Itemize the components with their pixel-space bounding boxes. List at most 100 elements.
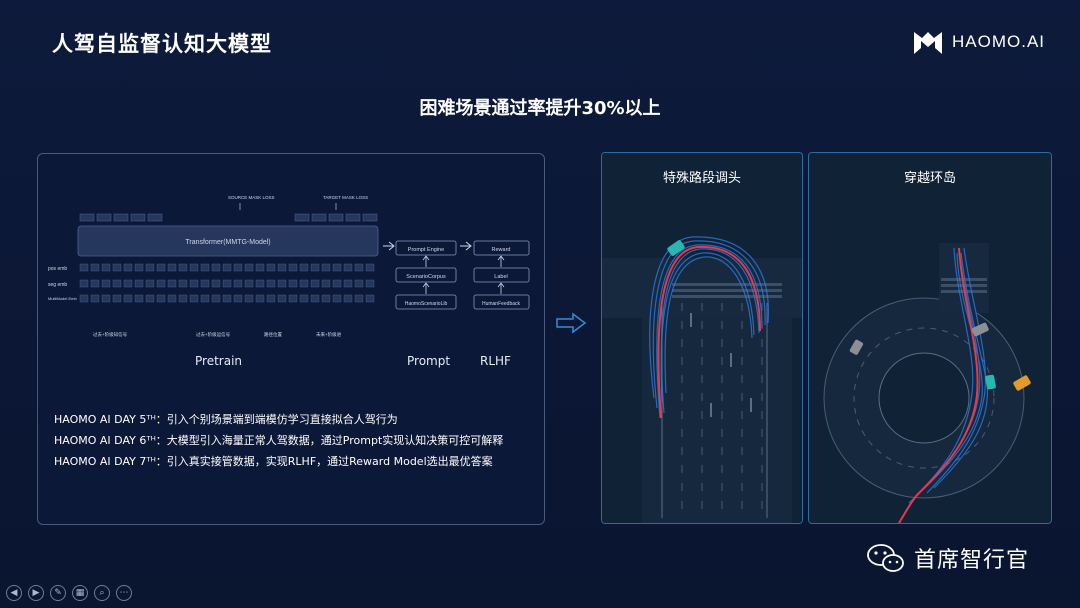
- token-cell: [189, 279, 199, 288]
- token-cell: [222, 279, 232, 288]
- token-cell: [343, 263, 353, 272]
- card-title: 穿越环岛: [903, 171, 956, 186]
- token-cell: [277, 263, 287, 272]
- seg-emb-label: seg emb: [48, 282, 67, 288]
- transformer-block: [77, 225, 379, 257]
- token-cell: [189, 263, 199, 272]
- haomo-scenario-lib-box: HaomoScenarioLib: [405, 301, 448, 307]
- transformer-label: Transformer(MMTG-Model): [185, 239, 270, 246]
- token-cell: [189, 294, 199, 303]
- ego-car: [985, 374, 996, 390]
- token-cell: [365, 294, 375, 303]
- uturn-card: 特殊路段调头: [601, 152, 803, 524]
- token-cell: [244, 279, 254, 288]
- next-icon[interactable]: ▶: [28, 585, 44, 601]
- roundabout-card: 穿越环岛: [808, 152, 1052, 524]
- token-cell: [266, 294, 276, 303]
- token-cell: [156, 279, 166, 288]
- prev-icon[interactable]: ◀: [6, 585, 22, 601]
- haomo-logo: HAOMO.AI: [912, 28, 1045, 56]
- wechat-watermark: 首席智行官: [866, 542, 1029, 574]
- stage-pretrain: Pretrain: [195, 354, 243, 368]
- other-car: [1013, 375, 1031, 391]
- token-cell: [310, 294, 320, 303]
- human-feedback-box: HumanFeedback: [482, 301, 521, 307]
- group-label: 过去+阶级知信号: [93, 331, 128, 338]
- note-line: HAOMO AI DAY 6ᵀᴴ：大模型引入海量正常人驾数据，通过Prompt实…: [54, 434, 504, 447]
- model-diagram: SOURCE MASK LOSS TARGET MASK LOSS Transf…: [48, 195, 530, 338]
- note-line: HAOMO AI DAY 7ᵀᴴ：引入真实接管数据，实现RLHF，通过Rewar…: [54, 455, 493, 468]
- token-cell: [233, 294, 243, 303]
- pos-emb-label: pos emb: [48, 266, 67, 272]
- token-cell: [332, 294, 342, 303]
- token-cell: [343, 294, 353, 303]
- right-arrow-icon: [556, 312, 587, 334]
- roundabout-scene: [809, 153, 1051, 523]
- token-cell: [200, 263, 210, 272]
- token-cell: [145, 263, 155, 272]
- slide-title: 人驾自监督认知大模型: [52, 32, 272, 56]
- other-car: [971, 322, 989, 337]
- token-cell: [211, 294, 221, 303]
- token-cell: [365, 263, 375, 272]
- source-loss-label: SOURCE MASK LOSS: [228, 195, 275, 200]
- wechat-icon: [867, 544, 904, 572]
- stage-rlhf: RLHF: [480, 354, 511, 368]
- other-car: [849, 339, 864, 355]
- token-cell: [255, 263, 265, 272]
- token-cell: [167, 279, 177, 288]
- haomo-logo-icon: [914, 32, 942, 54]
- multimodel-emb-label: MultiModel Emb: [48, 296, 77, 301]
- token-cell: [233, 279, 243, 288]
- token-cell: [332, 263, 342, 272]
- notes: HAOMO AI DAY 5ᵀᴴ：引入个别场景端到端模仿学习直接拟合人驾行为 H…: [54, 409, 503, 472]
- token-cell: [90, 294, 100, 303]
- token-cell: [354, 294, 364, 303]
- token-cell: [200, 279, 210, 288]
- token-cell: [277, 279, 287, 288]
- token-rows: [79, 263, 375, 303]
- label-box: Label: [494, 274, 507, 280]
- token-cell: [354, 279, 364, 288]
- model-panel: SOURCE MASK LOSS TARGET MASK LOSS Transf…: [37, 153, 545, 525]
- token-cell: [365, 279, 375, 288]
- uturn-scene: [602, 153, 802, 523]
- more-icon[interactable]: ⋯: [116, 585, 132, 601]
- token-cell: [288, 279, 298, 288]
- token-cell: [123, 263, 133, 272]
- zoom-icon[interactable]: ⌕: [94, 585, 110, 601]
- watermark-text: 首席智行官: [914, 548, 1030, 573]
- scenario-corpus-box: ScenarioCorpus: [406, 274, 446, 280]
- token-cell: [332, 279, 342, 288]
- token-cell: [79, 279, 89, 288]
- token-cell: [101, 294, 111, 303]
- token-cell: [244, 294, 254, 303]
- token-cell: [123, 294, 133, 303]
- token-cell: [90, 263, 100, 272]
- token-cell: [343, 279, 353, 288]
- target-loss-label: TARGET MASK LOSS: [323, 195, 368, 200]
- token-cell: [112, 263, 122, 272]
- token-cell: [134, 279, 144, 288]
- token-cell: [156, 263, 166, 272]
- token-cell: [321, 279, 331, 288]
- token-cell: [134, 263, 144, 272]
- token-cell: [321, 294, 331, 303]
- presentation-toolbar: ◀ ▶ ✎ ▦ ⌕ ⋯: [6, 585, 132, 601]
- token-cell: [211, 263, 221, 272]
- token-cell: [277, 294, 287, 303]
- token-cell: [156, 294, 166, 303]
- group-label: 过去+阶级运信号: [196, 331, 231, 338]
- logo-text: HAOMO.AI: [952, 32, 1046, 51]
- pen-icon[interactable]: ✎: [50, 585, 66, 601]
- token-cell: [233, 263, 243, 272]
- token-cell: [310, 279, 320, 288]
- token-cell: [145, 294, 155, 303]
- token-cell: [299, 263, 309, 272]
- token-cell: [123, 279, 133, 288]
- stage-prompt: Prompt: [407, 354, 451, 368]
- slides-icon[interactable]: ▦: [72, 585, 88, 601]
- note-line: HAOMO AI DAY 5ᵀᴴ：引入个别场景端到端模仿学习直接拟合人驾行为: [54, 413, 398, 426]
- token-cell: [112, 294, 122, 303]
